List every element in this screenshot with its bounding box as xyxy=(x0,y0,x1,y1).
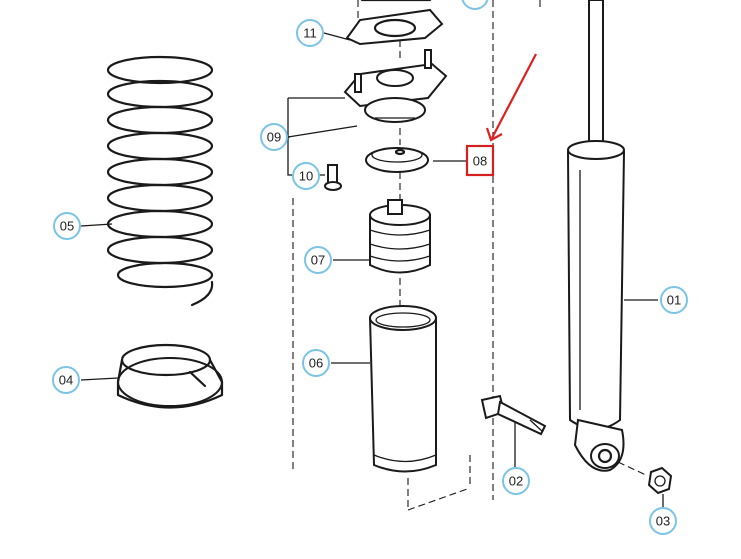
assembly-guide-lines xyxy=(292,0,541,511)
callout-06: 06 xyxy=(302,349,330,377)
strut-mount xyxy=(343,49,448,123)
callout-02: 02 xyxy=(502,467,530,495)
shock-absorber xyxy=(566,0,626,472)
svg-text:08: 08 xyxy=(473,154,487,169)
svg-text:02: 02 xyxy=(509,474,523,489)
svg-text:03: 03 xyxy=(656,514,670,529)
highlight-arrow xyxy=(485,53,537,142)
svg-text:06: 06 xyxy=(309,356,323,371)
callout-01: 01 xyxy=(660,286,688,314)
svg-text:04: 04 xyxy=(59,373,73,388)
svg-text:09: 09 xyxy=(267,130,281,145)
callout-03: 03 xyxy=(649,507,677,535)
bump-stop xyxy=(369,199,431,274)
svg-text:01: 01 xyxy=(667,293,681,308)
callout-05: 05 xyxy=(53,212,81,240)
callout-partial-top xyxy=(461,0,489,10)
callout-11: 11 xyxy=(296,19,324,47)
callout-08-highlighted: 08 xyxy=(465,144,495,177)
callout-07: 07 xyxy=(304,246,332,274)
coil-spring xyxy=(106,55,214,307)
top-mount-plate xyxy=(345,0,444,46)
spring-seat-pad xyxy=(116,343,224,409)
svg-text:05: 05 xyxy=(60,219,74,234)
svg-text:11: 11 xyxy=(303,26,317,41)
callout-04: 04 xyxy=(52,366,80,394)
mount-bolt xyxy=(324,164,342,191)
svg-text:10: 10 xyxy=(299,169,313,184)
svg-text:07: 07 xyxy=(311,253,325,268)
dust-boot xyxy=(368,305,437,473)
callout-10: 10 xyxy=(292,162,320,190)
callout-09: 09 xyxy=(260,123,288,151)
lower-mount-nut xyxy=(617,461,673,495)
lower-mount-bolt xyxy=(480,394,547,436)
strut-washer xyxy=(365,147,429,173)
